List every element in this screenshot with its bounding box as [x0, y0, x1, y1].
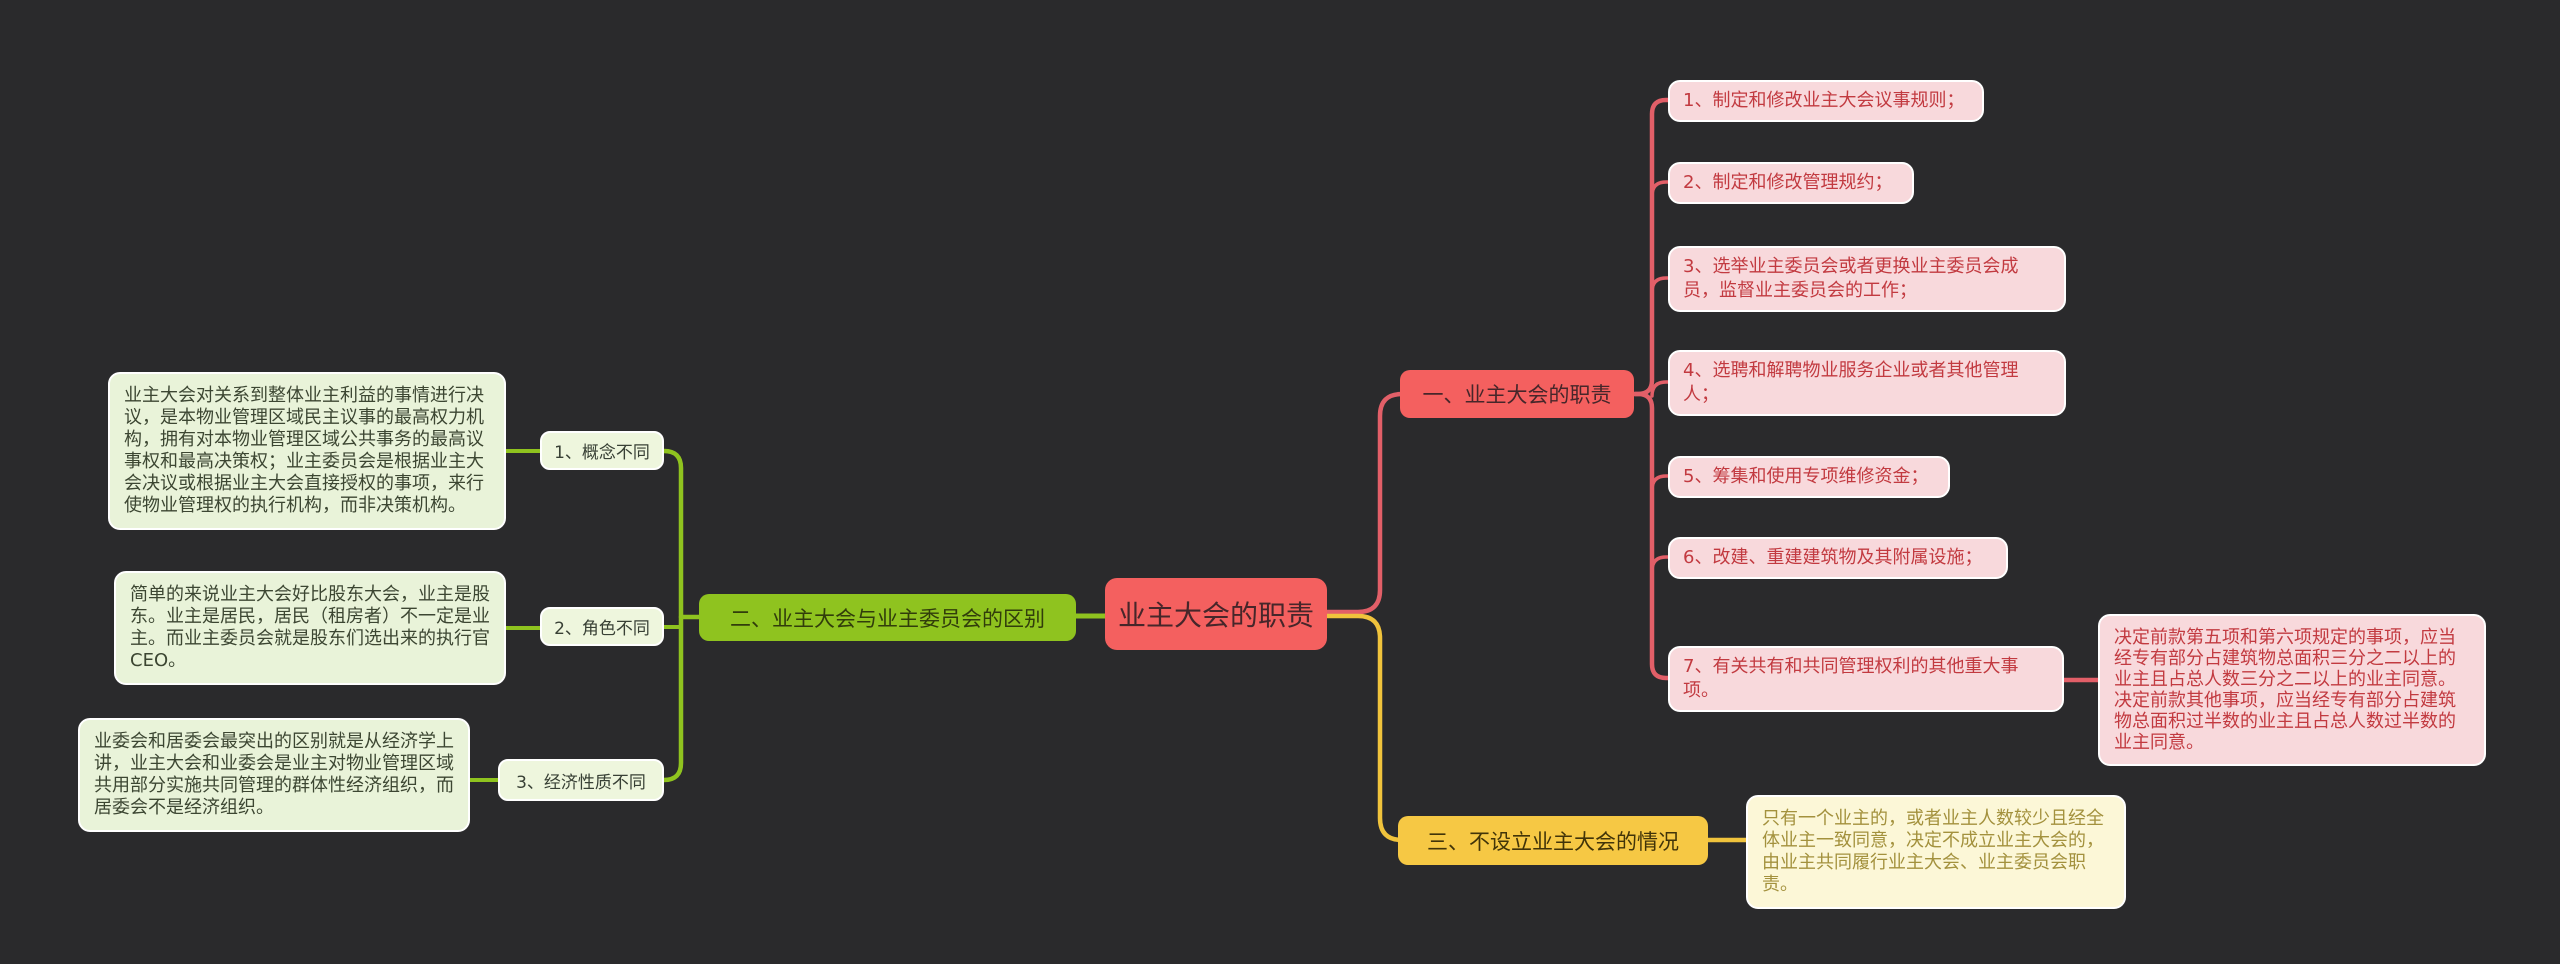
branch-duties-node[interactable]: 一、业主大会的职责	[1400, 370, 1634, 418]
duty-item-4[interactable]: 4、选聘和解聘物业服务企业或者其他管理人；	[1668, 350, 2066, 416]
duties-voting-note[interactable]: 决定前款第五项和第六项规定的事项，应当经专有部分占建筑物总面积三分之二以上的业主…	[2098, 614, 2486, 766]
connector-item2	[1650, 180, 1674, 198]
connector-item4	[1650, 380, 1674, 398]
subtopic-role-node[interactable]: 2、角色不同	[540, 607, 664, 646]
duty-item-6[interactable]: 6、改建、重建建筑物及其附属设施；	[1668, 537, 2008, 579]
economic-note[interactable]: 业委会和居委会最突出的区别就是从经济学上讲，业主大会和业委会是业主对物业管理区域…	[78, 718, 470, 832]
root-topic-node[interactable]: 业主大会的职责	[1105, 578, 1327, 650]
branch-difference-node[interactable]: 二、业主大会与业主委员会的区别	[699, 594, 1076, 641]
subtopic-economic-node[interactable]: 3、经济性质不同	[498, 759, 664, 801]
duty-item-7[interactable]: 7、有关共有和共同管理权利的其他重大事项。	[1668, 646, 2064, 712]
connector-item3	[1650, 276, 1674, 294]
role-note[interactable]: 简单的来说业主大会好比股东大会，业主是股东。业主是居民，居民（租房者）不一定是业…	[114, 571, 506, 685]
connector-duties-trunk-down	[1632, 391, 1675, 681]
duty-item-2[interactable]: 2、制定和修改管理规约；	[1668, 162, 1914, 204]
connector-item6	[1650, 555, 1674, 573]
connector-duties-trunk-up	[1632, 97, 1675, 397]
connector-item5	[1650, 474, 1674, 492]
duty-item-1[interactable]: 1、制定和修改业主大会议事规则；	[1668, 80, 1984, 122]
no-assembly-note[interactable]: 只有一个业主的，或者业主人数较少且经全体业主一致同意，决定不成立业主大会的，由业…	[1746, 795, 2126, 909]
concept-note[interactable]: 业主大会对关系到整体业主利益的事情进行决议，是本物业管理区域民主议事的最高权力机…	[108, 372, 506, 530]
connector-root-dutiesnode	[1324, 391, 1405, 615]
connector-root-noassembly	[1324, 613, 1405, 843]
duty-item-5[interactable]: 5、筹集和使用专项维修资金；	[1668, 456, 1950, 498]
connector-green-trunk	[661, 448, 684, 783]
duty-item-3[interactable]: 3、选举业主委员会或者更换业主委员会成员，监督业主委员会的工作；	[1668, 246, 2066, 312]
subtopic-concept-node[interactable]: 1、概念不同	[540, 431, 664, 470]
branch-no-assembly-node[interactable]: 三、不设立业主大会的情况	[1398, 816, 1708, 865]
